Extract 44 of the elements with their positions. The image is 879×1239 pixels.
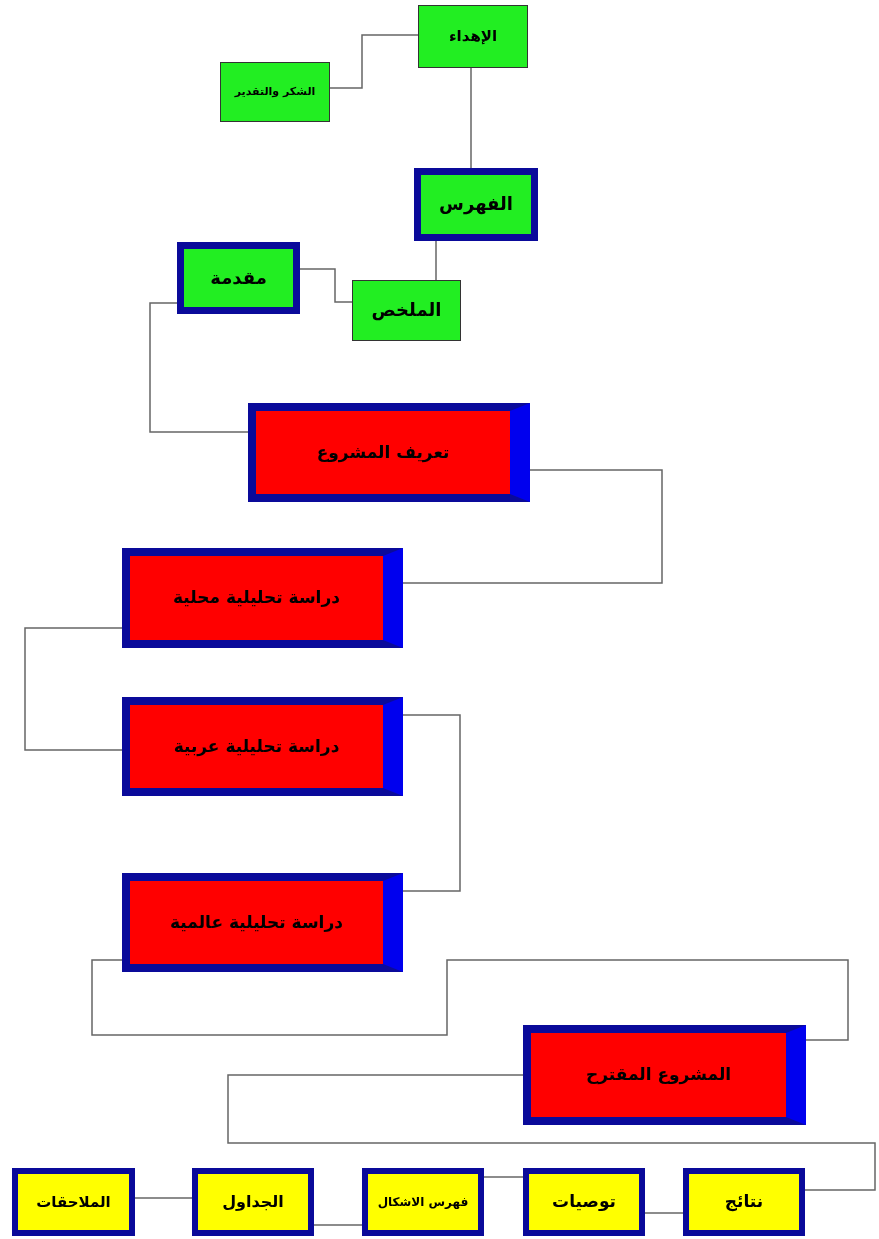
connector-line <box>644 1212 684 1214</box>
section-box <box>523 1025 806 1125</box>
connector-line <box>329 34 419 89</box>
connector-line <box>149 302 249 433</box>
section-title: الإهداء <box>448 27 498 46</box>
section-title: الشكر والتقدير <box>234 85 316 99</box>
section-title: دراسة تحليلية محلية <box>173 587 340 609</box>
section-box <box>220 62 330 122</box>
section-title: الملخص <box>371 299 442 322</box>
connector-line <box>470 67 472 169</box>
connector-line <box>483 1176 524 1178</box>
section-title: تعريف المشروع <box>316 441 450 464</box>
section-box <box>122 697 403 796</box>
section-title: فهرس الاشكال <box>377 1194 469 1210</box>
section-title: المشروع المقترح <box>585 1064 732 1086</box>
section-title: الجداول <box>222 1192 284 1212</box>
connector-line <box>435 240 437 281</box>
section-title: مقدمة <box>210 266 267 290</box>
connector-line <box>402 714 461 892</box>
section-box <box>352 280 461 341</box>
connector-line <box>402 469 663 584</box>
section-box <box>683 1168 805 1236</box>
section-title: نتائج <box>724 1191 764 1213</box>
section-title: الفهرس <box>439 193 513 216</box>
section-box <box>122 873 403 972</box>
connector-line <box>313 1224 363 1226</box>
connector-line <box>24 627 123 751</box>
section-box <box>12 1168 135 1236</box>
section-title: توصيات <box>552 1191 616 1213</box>
section-title: دراسة تحليلية عالمية <box>170 911 343 934</box>
section-box <box>122 548 403 648</box>
section-box <box>248 403 530 502</box>
section-box <box>414 168 538 241</box>
connector-line <box>91 959 849 1041</box>
section-box <box>192 1168 314 1236</box>
section-box <box>523 1168 645 1236</box>
section-box <box>418 5 528 68</box>
section-title: الملاحقات <box>36 1192 111 1212</box>
section-box <box>362 1168 484 1236</box>
connector-line <box>299 268 353 303</box>
section-title: دراسة تحليلية عربية <box>173 735 340 758</box>
connector-line <box>227 1074 876 1191</box>
connector-line <box>134 1197 193 1199</box>
section-box <box>177 242 300 314</box>
